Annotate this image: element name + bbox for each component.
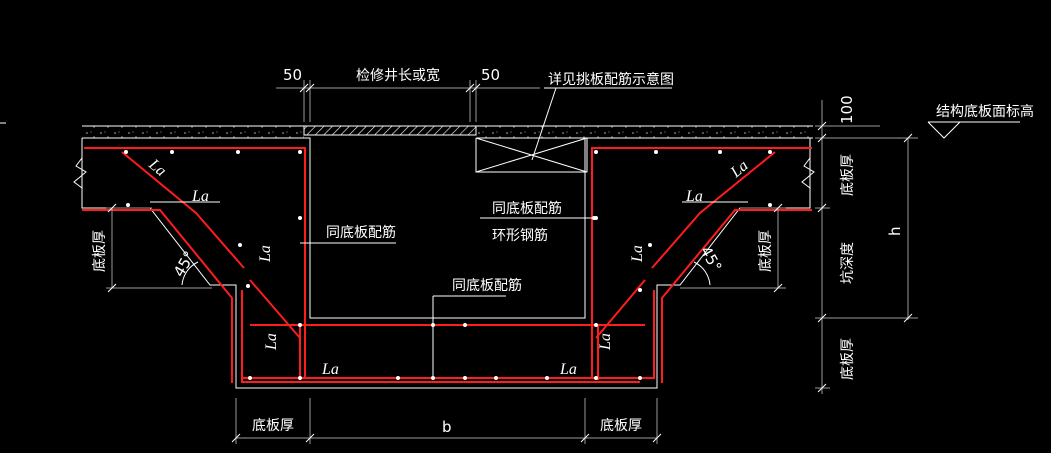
leader-lines: [150, 87, 748, 378]
dim-offset-left: 50: [283, 66, 302, 84]
dim-plate-thk-right-bottom: 底板厚: [600, 418, 642, 434]
dim-pit-depth: 坑深度: [840, 242, 856, 284]
label-same-rebar-bottom: 同底板配筋: [452, 277, 522, 294]
la-left-vert: La: [257, 245, 274, 263]
la-right-mid: La: [685, 188, 703, 205]
dim-opening-width: 检修井长或宽: [356, 67, 440, 84]
la-left-mid: La: [191, 188, 209, 205]
dim-h: h: [886, 226, 904, 236]
break-line-left: [73, 157, 87, 189]
label-structure-elevation: 结构底板面标高: [936, 103, 1034, 120]
la-bottom-right: La: [559, 361, 577, 378]
dim-plate-thk-left-bottom: 底板厚: [252, 418, 294, 434]
la-right-vert: La: [629, 245, 646, 263]
angle-arc-left: [181, 261, 199, 286]
la-left-low: La: [263, 333, 280, 351]
dim-plate-thk-right-side: 底板厚: [758, 230, 774, 272]
cover-plate: [303, 125, 477, 136]
dim-plate-thk-far-right-top: 底板厚: [840, 154, 856, 196]
label-ring-rebar: 环形钢筋: [492, 227, 548, 244]
la-right-low: La: [597, 333, 614, 351]
la-right-top: La: [727, 157, 752, 182]
dim-top-thickness: 100: [838, 95, 856, 124]
top-concrete-layer: [82, 125, 813, 139]
dim-plate-thk-left-side: 底板厚: [92, 230, 108, 272]
la-bottom-left: La: [321, 361, 339, 378]
angle-right: 45°: [697, 243, 726, 275]
elevation-symbol: [927, 121, 1020, 139]
cantilever-plate-box: [475, 137, 588, 173]
dim-b: b: [442, 418, 452, 436]
la-left-top: La: [145, 155, 170, 180]
label-same-rebar-left: 同底板配筋: [326, 224, 396, 241]
dimension-lines: [106, 80, 918, 444]
break-line-right: [801, 157, 815, 189]
angle-arc-right: [693, 261, 711, 286]
dim-plate-thk-far-right-bottom: 底板厚: [840, 338, 856, 380]
rebar: [82, 147, 812, 383]
rebar-dots: [124, 150, 772, 380]
dim-offset-right: 50: [481, 66, 500, 84]
label-same-rebar-center: 同底板配筋: [492, 200, 562, 217]
label-cover-detail: 详见挑板配筋示意图: [548, 71, 674, 88]
